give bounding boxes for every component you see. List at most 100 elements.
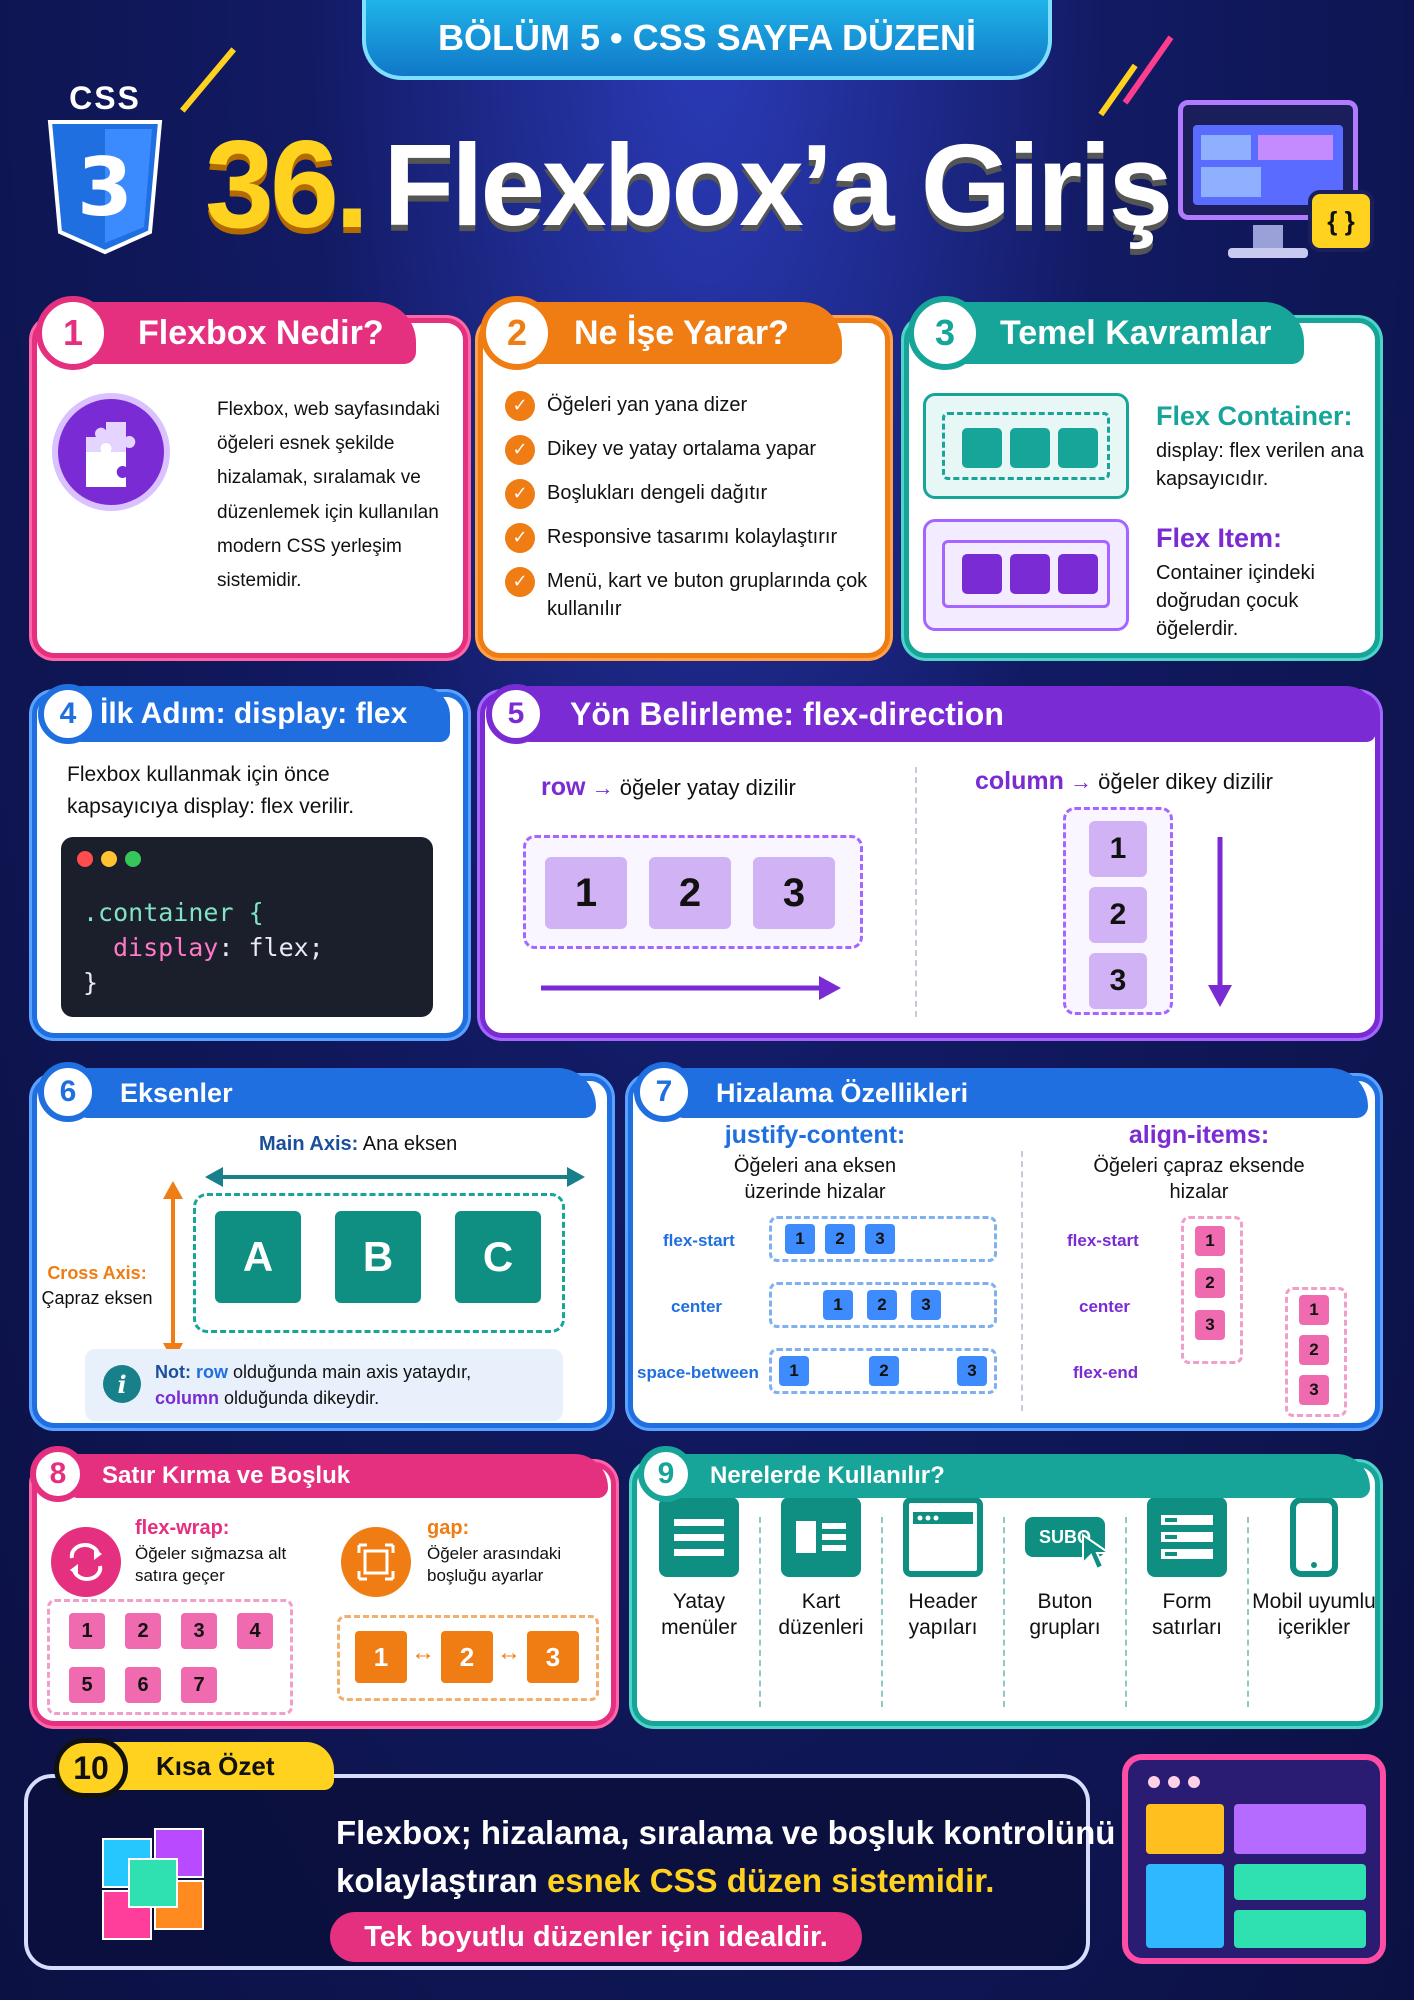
section-5-header: Yön Belirleme: flex-direction xyxy=(520,686,1376,742)
section-1-card: Flexbox, web sayfasındaki öğeleri esnek … xyxy=(32,318,468,658)
column-item: 1 xyxy=(1089,821,1147,877)
lesson-title: Flexbox’a Giriş xyxy=(383,120,1173,250)
wrap-item: 1 xyxy=(69,1613,105,1649)
flex-container-diagram xyxy=(923,393,1129,499)
gap-arrow: ↔ xyxy=(411,1639,435,1666)
mobile-icon xyxy=(1274,1497,1354,1577)
check-icon: ✓ xyxy=(505,479,535,509)
monitor-code-icon: { } xyxy=(1178,100,1378,270)
check-icon: ✓ xyxy=(505,523,535,553)
form-icon xyxy=(1147,1497,1227,1577)
ai-item: 2 xyxy=(1299,1335,1329,1365)
main-axis-arrow xyxy=(205,1167,585,1187)
ai-column-flex-start xyxy=(1181,1216,1243,1364)
arrow-right-icon: → xyxy=(591,775,614,800)
wrap-item: 6 xyxy=(125,1667,161,1703)
section-6-number: 6 xyxy=(38,1062,98,1122)
wrap-item: 7 xyxy=(181,1667,217,1703)
section-5-divider xyxy=(915,767,917,1017)
axes-note: i Not: row olduğunda main axis yataydır,… xyxy=(85,1349,563,1421)
ai-label-center: center xyxy=(1079,1297,1131,1316)
benefit-item: ✓Responsive tasarımı kolaylaştırır xyxy=(505,523,875,553)
flex-container-text: display: flex verilen ana kapsayıcıdır. xyxy=(1156,440,1364,490)
ai-item: 1 xyxy=(1195,1226,1225,1256)
section-9-number: 9 xyxy=(638,1446,694,1502)
flex-item-text: Container içindeki doğrudan çocuk öğeler… xyxy=(1156,562,1315,640)
jc-row-space-between xyxy=(769,1348,997,1394)
jc-item: 3 xyxy=(865,1224,895,1254)
section-9-card: Yatay menüler Kart düzenleri Header yapı… xyxy=(632,1462,1380,1726)
jc-row-center xyxy=(769,1282,997,1328)
check-icon: ✓ xyxy=(505,567,535,597)
column-caption: column → öğeler dikey dizilir xyxy=(975,767,1274,795)
wrap-item: 2 xyxy=(125,1613,161,1649)
row-item: 1 xyxy=(545,857,627,929)
jc-item: 2 xyxy=(825,1224,855,1254)
jc-item: 1 xyxy=(823,1290,853,1320)
cross-axis-arrow xyxy=(163,1181,183,1361)
section-2-title: Ne İşe Yarar? xyxy=(574,313,789,352)
button-icon: SUBQ xyxy=(1025,1497,1113,1577)
jc-item: 2 xyxy=(869,1356,899,1386)
gap-arrow: ↔ xyxy=(497,1639,521,1666)
section-9-title: Nerelerde Kullanılır? xyxy=(710,1462,945,1489)
axis-item: A xyxy=(215,1211,301,1303)
summary-card: Flexbox; hizalama, sıralama ve boşluk ko… xyxy=(24,1774,1115,1970)
gap-item: 1 xyxy=(355,1631,407,1683)
gap-text: Öğeler arasındaki boşluğu ayarlar xyxy=(427,1544,562,1586)
section-7-title: Hizalama Özellikleri xyxy=(716,1077,969,1108)
cross-axis-label: Cross Axis:Çapraz eksen xyxy=(41,1263,153,1309)
use-divider xyxy=(881,1517,883,1707)
use-button-groups: SUBQ Buton grupları xyxy=(1005,1497,1125,1642)
use-divider xyxy=(1247,1517,1249,1707)
code-badge: { } xyxy=(1308,190,1374,252)
flex-container-title: Flex Container: xyxy=(1156,401,1353,431)
section-4-text: Flexbox kullanmak için önce kapsayıcıya … xyxy=(67,763,355,818)
jc-item: 1 xyxy=(785,1224,815,1254)
wrap-icon xyxy=(51,1527,121,1597)
section-8-header: Satır Kırma ve Boşluk xyxy=(68,1454,608,1498)
flex-wrap-text: Öğeler sığmazsa alt satıra geçer xyxy=(135,1544,287,1586)
section-1-header: Flexbox Nedir? xyxy=(76,302,416,364)
menu-icon xyxy=(659,1497,739,1577)
cube-icon xyxy=(82,1818,232,1958)
section-3-title: Temel Kavramlar xyxy=(1000,313,1272,352)
axis-item: C xyxy=(455,1211,541,1303)
benefit-item: ✓Boşlukları dengeli dağıtır xyxy=(505,479,875,509)
css3-shield-icon: CSS 3 xyxy=(40,80,170,260)
header-icon xyxy=(903,1497,983,1577)
column-item: 3 xyxy=(1089,953,1147,1009)
justify-content-title: justify-content: xyxy=(724,1121,906,1149)
page-title: 36. Flexbox’a Giriş xyxy=(205,105,1173,265)
section-8-number: 8 xyxy=(30,1446,86,1502)
ai-label-flex-end: flex-end xyxy=(1073,1363,1139,1382)
use-divider xyxy=(1003,1517,1005,1707)
ai-column-flex-end xyxy=(1285,1287,1347,1417)
gap-demo xyxy=(337,1615,599,1701)
info-icon: i xyxy=(103,1365,141,1403)
justify-content-text: Öğeleri ana eksen üzerinde hizalar xyxy=(733,1155,897,1203)
section-7-card: justify-content: Öğeleri ana eksen üzeri… xyxy=(628,1076,1380,1428)
row-item: 2 xyxy=(649,857,731,929)
section-10-title: Kısa Özet xyxy=(156,1750,275,1781)
section-7-header: Hizalama Özellikleri xyxy=(672,1068,1368,1118)
benefit-item: ✓Öğeleri yan yana dizer xyxy=(505,391,875,421)
use-card-layouts: Kart düzenleri xyxy=(761,1497,881,1642)
gap-item: 3 xyxy=(527,1631,579,1683)
benefit-item: ✓Menü, kart ve buton gruplarında çok kul… xyxy=(505,567,875,623)
section-9-header: Nerelerde Kullanılır? xyxy=(670,1454,1370,1498)
use-mobile-content: Mobil uyumlu içerikler xyxy=(1251,1497,1377,1642)
axes-demo xyxy=(193,1193,565,1333)
section-7-divider xyxy=(1021,1151,1023,1411)
gap-icon xyxy=(341,1527,411,1597)
ai-item: 3 xyxy=(1195,1310,1225,1340)
axis-item: B xyxy=(335,1211,421,1303)
puzzle-icon xyxy=(52,393,170,511)
css-logo-label: CSS xyxy=(69,80,141,116)
flex-item-title: Flex Item: xyxy=(1156,523,1283,553)
section-1-number: 1 xyxy=(36,296,110,370)
section-1-title: Flexbox Nedir? xyxy=(138,313,384,352)
jc-item: 1 xyxy=(779,1356,809,1386)
use-divider xyxy=(759,1517,761,1707)
benefit-item: ✓Dikey ve yatay ortalama yapar xyxy=(505,435,875,465)
